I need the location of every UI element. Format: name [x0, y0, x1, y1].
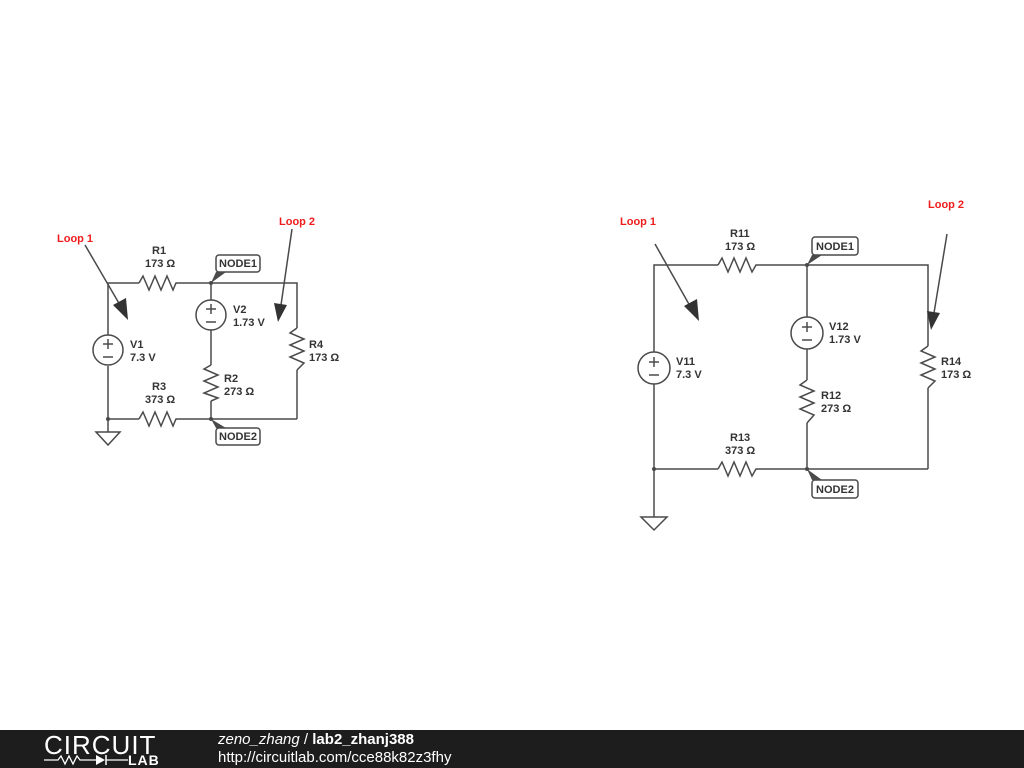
loop1-arrow	[654, 243, 691, 307]
node1-flag[interactable]: NODE1	[211, 254, 261, 283]
junction-dot	[106, 417, 110, 421]
loop1-arrowhead	[684, 299, 699, 321]
v1-name: V1	[130, 339, 143, 351]
r14-value: 173 Ω	[941, 369, 971, 381]
resistor-diode-logo-icon	[44, 754, 128, 766]
r13-value: 373 Ω	[725, 445, 755, 457]
r12-value: 273 Ω	[821, 403, 851, 415]
node2-label: NODE2	[219, 431, 257, 443]
design-credit: zeno_zhang / lab2_zhanj388 http://circui…	[218, 731, 451, 767]
voltage-source-v12[interactable]	[790, 316, 824, 350]
node1-label: NODE1	[816, 241, 854, 253]
r13-name: R13	[730, 432, 750, 444]
left-circuit: R1 173 Ω R3 373 Ω R2 273 Ω R4 173 Ω V1 7…	[57, 216, 339, 447]
node2-flag[interactable]: NODE2	[211, 419, 261, 446]
r4-value: 173 Ω	[309, 352, 339, 364]
logo-text-circuit: CIRCUIT	[44, 730, 157, 760]
wire	[760, 264, 929, 346]
r3-name: R3	[152, 381, 166, 393]
resistor-r12[interactable]	[798, 379, 816, 424]
resistor-r14[interactable]	[919, 345, 937, 389]
v11-name: V11	[676, 356, 695, 368]
ground-symbol[interactable]	[639, 516, 669, 532]
schematic-canvas: R1 173 Ω R3 373 Ω R2 273 Ω R4 173 Ω V1 7…	[57, 199, 971, 532]
voltage-source-v2[interactable]	[195, 299, 227, 331]
author-link[interactable]: zeno_zhang	[218, 731, 300, 748]
loop2-arrow	[280, 228, 293, 306]
node2-label: NODE2	[816, 484, 854, 496]
resistor-r11[interactable]	[717, 256, 760, 274]
r14-name: R14	[941, 356, 962, 368]
wire	[179, 282, 298, 328]
v12-name: V12	[829, 321, 849, 333]
r1-value: 173 Ω	[145, 258, 175, 270]
loop1-arrowhead	[113, 298, 128, 320]
r3-value: 373 Ω	[145, 394, 175, 406]
loop1-label: Loop 1	[57, 233, 93, 245]
node1-label: NODE1	[219, 258, 257, 270]
r4-name: R4	[309, 339, 324, 351]
v11-value: 7.3 V	[676, 369, 702, 381]
loop1-label: Loop 1	[620, 216, 656, 228]
v12-value: 1.73 V	[829, 334, 861, 346]
loop2-label: Loop 2	[279, 216, 315, 228]
voltage-source-v11[interactable]	[637, 351, 671, 385]
loop2-label: Loop 2	[928, 199, 964, 211]
design-name-link[interactable]: lab2_zhanj388	[312, 731, 414, 748]
credit-separator: /	[299, 731, 313, 748]
junction-dot	[652, 467, 656, 471]
r11-value: 173 Ω	[725, 241, 755, 253]
v1-value: 7.3 V	[130, 352, 156, 364]
wire	[653, 264, 718, 352]
v2-name: V2	[233, 304, 246, 316]
loop2-arrow	[933, 233, 948, 314]
voltage-source-v1[interactable]	[92, 334, 124, 366]
loop2-arrowhead	[927, 311, 940, 330]
design-url[interactable]: http://circuitlab.com/cce88k82z3fhy	[218, 749, 452, 766]
loop2-arrowhead	[274, 303, 287, 322]
r2-value: 273 Ω	[224, 386, 254, 398]
right-circuit: R11 173 Ω R13 373 Ω R12 273 Ω R14 173 Ω …	[620, 199, 971, 532]
footer-bar: CIRCUIT LAB zeno_zhang / lab2_zhanj388 h…	[0, 730, 1024, 768]
v2-value: 1.73 V	[233, 317, 265, 329]
resistor-r1[interactable]	[138, 274, 179, 292]
r1-name: R1	[152, 245, 166, 257]
resistor-r4[interactable]	[288, 327, 306, 371]
node2-flag[interactable]: NODE2	[807, 469, 859, 499]
logo-text-lab: LAB	[128, 752, 160, 768]
wire	[653, 384, 718, 470]
ground-symbol[interactable]	[94, 431, 122, 447]
loop1-arrow	[84, 244, 121, 306]
r2-name: R2	[224, 373, 238, 385]
wire	[107, 366, 139, 420]
r12-name: R12	[821, 390, 841, 402]
node1-flag[interactable]: NODE1	[807, 236, 859, 265]
resistor-r13[interactable]	[717, 460, 760, 478]
r11-name: R11	[730, 228, 750, 240]
resistor-r3[interactable]	[138, 410, 179, 428]
resistor-r2[interactable]	[201, 364, 221, 402]
